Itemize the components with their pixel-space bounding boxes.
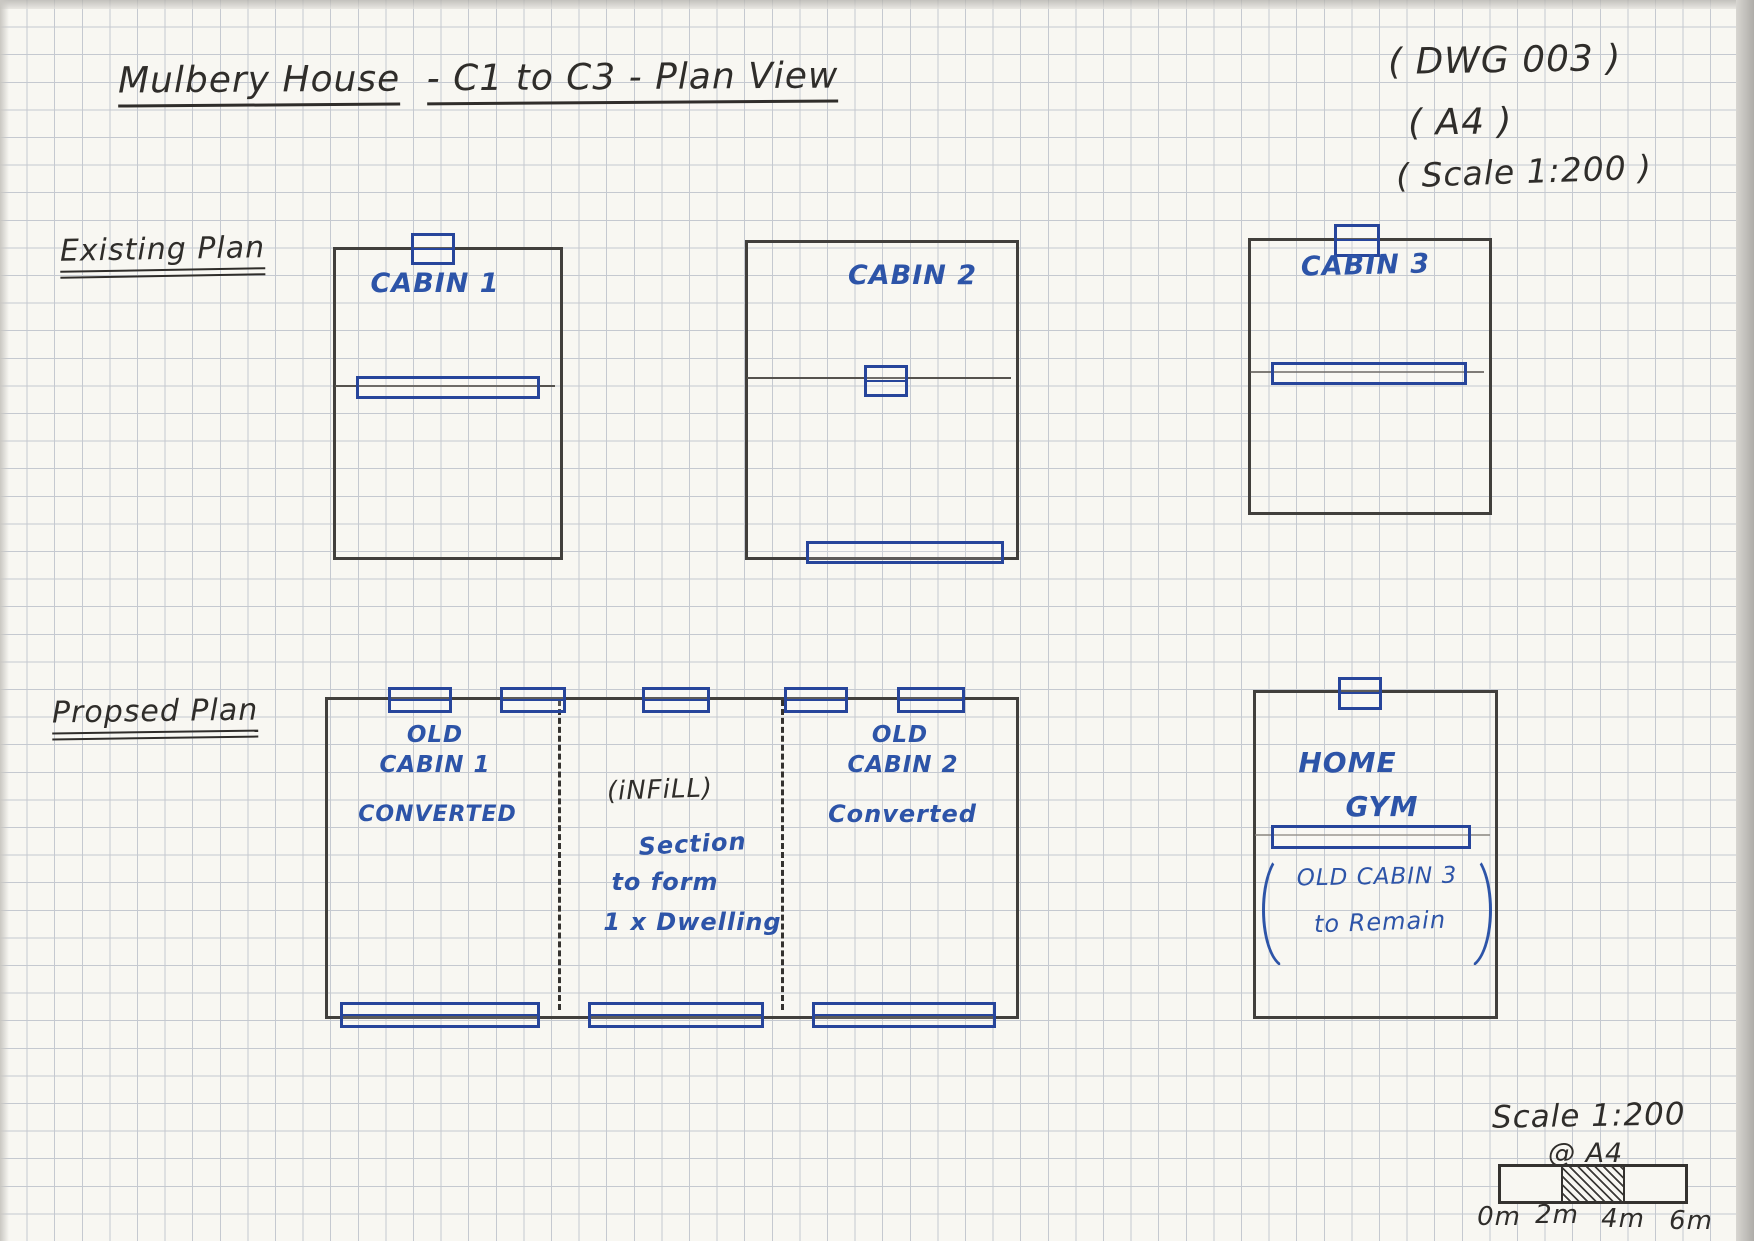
home-gym-note-paren-left <box>1262 852 1286 968</box>
scale-bar-segment-2-hatched <box>1561 1167 1625 1201</box>
proposed-plan-label: Propsed Plan <box>51 692 259 741</box>
proposed-top-window-2 <box>500 687 566 713</box>
old-cabin2-label-line2: CABIN 2 <box>847 752 959 778</box>
existing-cabin3-mid-window <box>1271 362 1467 385</box>
proposed-top-window-3 <box>642 687 710 713</box>
existing-plan-label: Existing Plan <box>59 230 266 279</box>
proposed-bottom-window-3 <box>812 1002 996 1028</box>
proposed-partition-dashed-left <box>558 700 561 1010</box>
home-gym-top-window <box>1338 677 1382 710</box>
home-gym-note-paren-right <box>1468 852 1492 968</box>
proposed-building-outline <box>325 697 1019 1019</box>
existing-cabin1-label: CABIN 1 <box>370 268 500 299</box>
scale-bar <box>1498 1164 1688 1204</box>
home-gym-note-line1: OLD CABIN 3 <box>1296 862 1458 892</box>
old-cabin1-label-line2: CABIN 1 <box>379 752 491 778</box>
home-gym-window <box>1271 825 1471 849</box>
page-title-part2: - C1 to C3 - Plan View <box>426 55 839 106</box>
scalebar-title: Scale 1:200 <box>1491 1096 1686 1136</box>
existing-cabin2-bottom-window <box>806 541 1004 564</box>
home-gym-outline <box>1253 690 1498 1019</box>
existing-cabin1-top-window <box>411 233 455 265</box>
infill-label: (iNFiLL) <box>606 773 714 807</box>
old-cabin1-label-line3: CONVERTED <box>358 802 517 827</box>
scale-bar-segment-1 <box>1501 1167 1561 1201</box>
home-gym-label-line1: HOME <box>1298 746 1397 779</box>
scale-tick-6m: 6m <box>1669 1206 1713 1236</box>
scale-bar-segment-3 <box>1625 1167 1685 1201</box>
proposed-bottom-window-1 <box>340 1002 540 1028</box>
scale-tick-0m: 0m <box>1477 1202 1521 1232</box>
scan-edge-right <box>1736 0 1754 1241</box>
proposed-top-window-4 <box>784 687 848 713</box>
scan-edge-left <box>0 0 9 1241</box>
home-gym-label-line2: GYM <box>1345 790 1419 823</box>
existing-cabin2-partition-line <box>747 377 1011 379</box>
scale-tick-4m: 4m <box>1601 1204 1645 1234</box>
existing-cabin2-door <box>864 365 908 397</box>
old-cabin2-label-line3: Converted <box>828 800 977 828</box>
existing-cabin3-top-window <box>1334 224 1380 257</box>
existing-cabin2-outline <box>745 240 1019 560</box>
proposed-partition-dashed-right <box>781 700 784 1010</box>
page-title-part1: Mulbery House <box>117 58 401 108</box>
scale-annotation: ( Scale 1:200 ) <box>1395 147 1653 196</box>
drawing-number: ( DWG 003 ) <box>1387 37 1622 84</box>
old-cabin1-label-line1: OLD <box>406 722 464 748</box>
page-title: Mulbery House - C1 to C3 - Plan View <box>117 55 839 108</box>
proposed-top-window-5 <box>897 687 965 713</box>
scale-tick-2m: 2m <box>1535 1200 1579 1230</box>
existing-cabin3-label: CABIN 3 <box>1300 248 1431 283</box>
existing-cabin1-partition-line <box>335 385 555 387</box>
existing-cabin2-label: CABIN 2 <box>847 260 978 291</box>
existing-cabin3-partition-line <box>1250 371 1484 373</box>
proposed-bottom-window-2 <box>588 1002 764 1028</box>
old-cabin2-label-line1: OLD <box>871 722 929 748</box>
infill-text-line3: to form <box>611 868 719 896</box>
proposed-top-window-1 <box>388 687 452 713</box>
home-gym-note-line2: to Remain <box>1313 905 1447 939</box>
infill-text-line4: 1 x Dwelling <box>603 908 782 936</box>
scan-edge-top <box>0 0 1754 9</box>
sheet-size: ( A4 ) <box>1407 101 1513 144</box>
scalebar-sheet: @ A4 <box>1548 1138 1624 1169</box>
existing-cabin1-mid-window <box>356 376 540 399</box>
home-gym-partition-line <box>1255 834 1490 836</box>
